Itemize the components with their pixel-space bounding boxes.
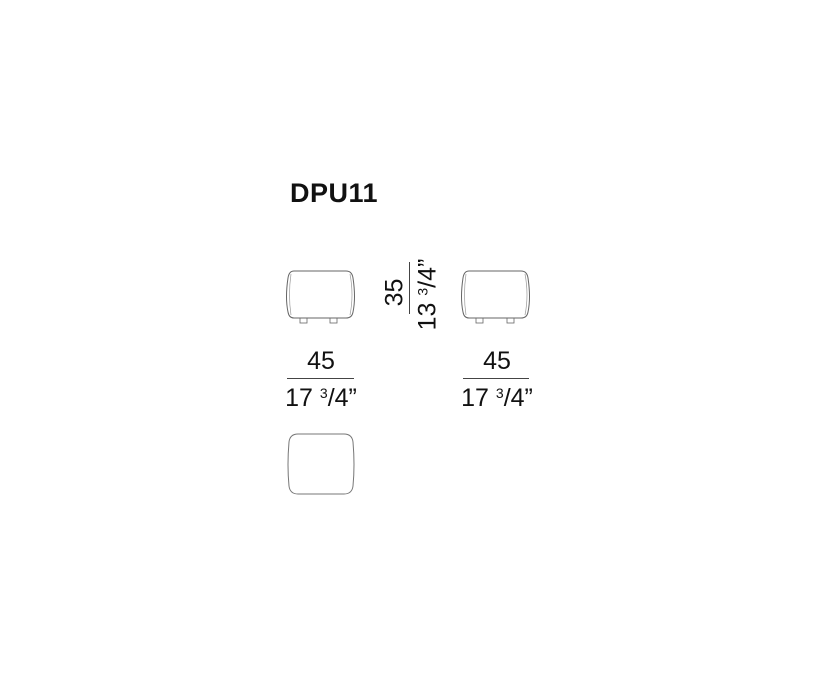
front-width-dimension-line xyxy=(287,378,354,379)
front-inch-rest: /4” xyxy=(327,384,357,412)
front-inch-whole: 17 xyxy=(285,384,313,412)
side-view-drawing xyxy=(461,270,530,324)
front-width-cm-label: 45 xyxy=(307,347,335,375)
front-width-inch-label: 17 3/4” xyxy=(276,384,366,413)
side-inch-whole: 17 xyxy=(461,384,489,412)
model-title: DPU11 xyxy=(290,178,379,208)
side-width-cm-label: 45 xyxy=(483,347,511,375)
side-inch-rest: /4” xyxy=(503,384,533,412)
height-inch-rest: /4” xyxy=(413,258,442,288)
height-inch-whole: 13 xyxy=(413,302,442,331)
height-dimension-line xyxy=(409,262,410,314)
side-width-inch-label: 17 3/4” xyxy=(452,384,542,413)
side-inch-frac: 3 xyxy=(495,385,504,401)
height-inch-label: 13 3/4” xyxy=(414,250,443,340)
height-inch-frac: 3 xyxy=(414,287,431,296)
front-inch-frac: 3 xyxy=(319,385,328,401)
top-view-drawing xyxy=(287,433,355,495)
height-cm-label: 35 xyxy=(380,278,409,307)
front-view-drawing xyxy=(286,270,355,324)
side-width-dimension-line xyxy=(463,378,529,379)
